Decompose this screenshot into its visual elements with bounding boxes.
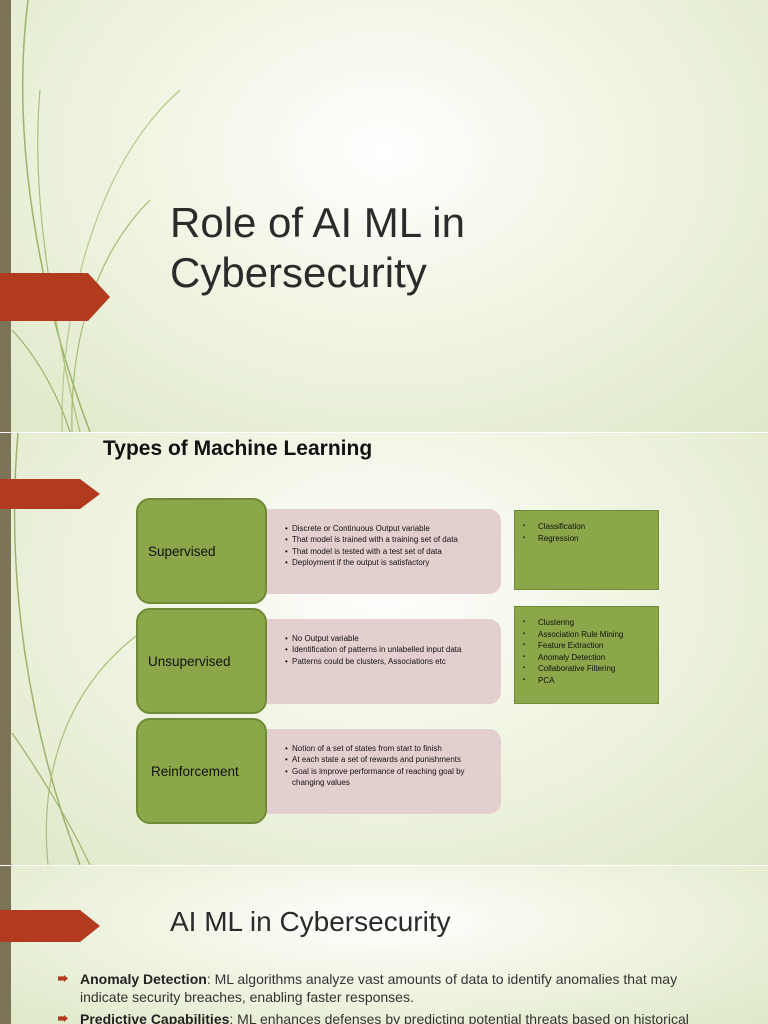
list-item: Notion of a set of states from start to … xyxy=(285,743,493,755)
list-item: Classification xyxy=(523,521,652,533)
slide-ai-ml-cybersecurity: AI ML in Cybersecurity Anomaly Detection… xyxy=(0,866,768,1024)
red-arrow-tab xyxy=(0,479,100,509)
left-accent-bar xyxy=(0,0,11,432)
decorative-curves xyxy=(11,0,181,432)
slide-divider xyxy=(0,865,768,866)
list-item: Anomaly Detection xyxy=(523,652,652,664)
arrow-bullet-icon xyxy=(58,1015,68,1022)
supervised-label-box: Supervised xyxy=(136,498,267,604)
list-item: Anomaly Detection: ML algorithms analyze… xyxy=(58,970,718,1006)
slide-title: Role of AI ML in Cybersecurity xyxy=(0,0,768,432)
list-item: Feature Extraction xyxy=(523,640,652,652)
supervised-examples-box: Classification Regression xyxy=(514,510,659,590)
list-item: That model is tested with a test set of … xyxy=(285,546,493,558)
list-item: Collaborative Filtering xyxy=(523,663,652,675)
unsupervised-label-box: Unsupervised xyxy=(136,608,267,714)
bullet-text: : ML algorithms analyze vast amounts of … xyxy=(80,971,678,1005)
list-item: PCA xyxy=(523,675,652,687)
slide-heading: Types of Machine Learning xyxy=(103,437,373,460)
list-item: Goal is improve performance of reaching … xyxy=(285,766,493,789)
supervised-description-box: Discrete or Continuous Output variable T… xyxy=(267,509,501,594)
list-item: Regression xyxy=(523,533,652,545)
list-item: No Output variable xyxy=(285,633,493,645)
title-line-1: Role of AI ML in xyxy=(170,199,465,246)
slide-divider xyxy=(0,432,768,433)
bullet-term: Anomaly Detection xyxy=(80,971,207,987)
slide-title-text: Role of AI ML in Cybersecurity xyxy=(170,198,465,298)
bullet-term: Predictive Capabilities xyxy=(80,1011,230,1024)
list-item: Patterns could be clusters, Associations… xyxy=(285,656,493,668)
unsupervised-description-box: No Output variable Identification of pat… xyxy=(267,619,501,704)
list-item: Predictive Capabilities: ML enhances def… xyxy=(58,1010,718,1024)
title-line-2: Cybersecurity xyxy=(170,249,427,296)
supervised-label: Supervised xyxy=(148,543,216,559)
bullet-list: Anomaly Detection: ML algorithms analyze… xyxy=(58,970,718,1024)
list-item: Deployment if the output is satisfactory xyxy=(285,557,493,569)
left-accent-bar xyxy=(0,866,11,1024)
unsupervised-label: Unsupervised xyxy=(148,653,231,669)
left-accent-bar xyxy=(0,433,11,865)
slide-heading: AI ML in Cybersecurity xyxy=(170,906,451,937)
slide-types-of-ml: Types of Machine Learning Discrete or Co… xyxy=(0,433,768,865)
reinforcement-label: Reinforcement xyxy=(151,763,239,779)
arrow-bullet-icon xyxy=(58,975,68,982)
list-item: Association Rule Mining xyxy=(523,629,652,641)
list-item: Clustering xyxy=(523,617,652,629)
unsupervised-examples-box: Clustering Association Rule Mining Featu… xyxy=(514,606,659,704)
red-arrow-tab xyxy=(0,273,110,321)
list-item: That model is trained with a training se… xyxy=(285,534,493,546)
reinforcement-label-box: Reinforcement xyxy=(136,718,267,824)
list-item: Discrete or Continuous Output variable xyxy=(285,523,493,535)
list-item: At each state a set of rewards and punis… xyxy=(285,754,493,766)
red-arrow-tab xyxy=(0,910,100,942)
list-item: Identification of patterns in unlabelled… xyxy=(285,644,493,656)
bullet-text: : ML enhances defenses by predicting pot… xyxy=(229,1011,689,1024)
reinforcement-description-box: Notion of a set of states from start to … xyxy=(267,729,501,814)
